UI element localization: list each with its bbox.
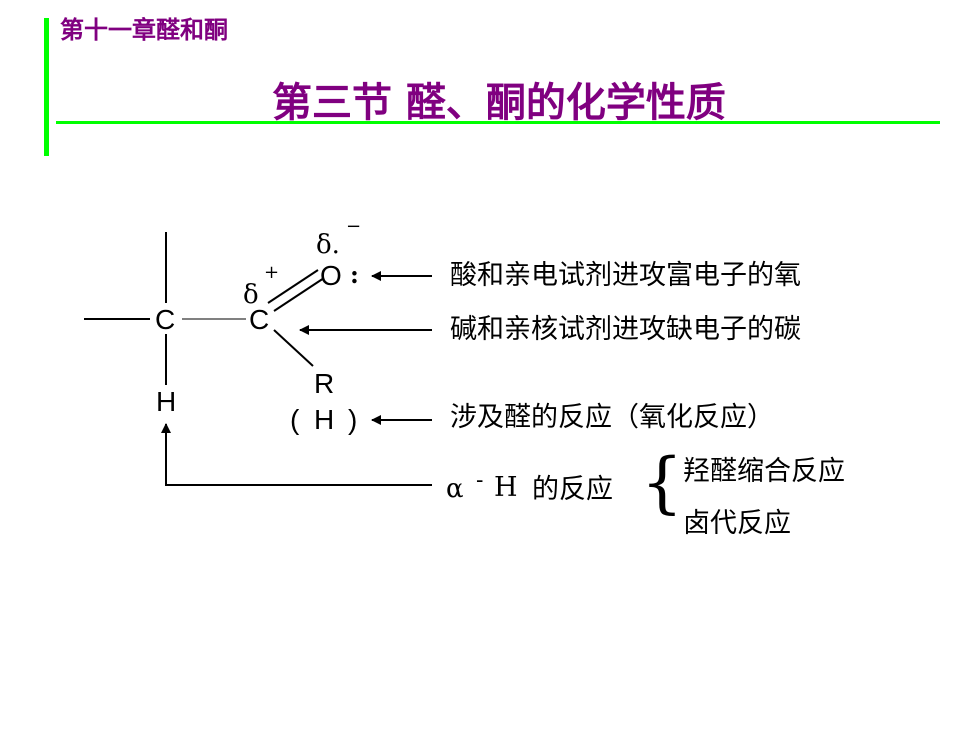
atom-c-carbonyl: C (249, 304, 270, 335)
plus-sign: + (264, 262, 280, 283)
arrow-alpha-h (161, 423, 432, 486)
lone-pair: : (350, 260, 359, 289)
alpha-h-atom: H (494, 472, 518, 503)
chapter-title: 第十一章醛和酮 (60, 16, 228, 44)
accent-vertical-bar (44, 18, 49, 156)
minus-sign: − (346, 216, 362, 237)
atom-h: H (156, 386, 177, 417)
delta-plus-label: δ (243, 280, 259, 310)
bond-co-2 (273, 277, 325, 312)
bond-c-r (273, 329, 314, 367)
h-reaction-label: 涉及醛的反应（氧化反应） (450, 402, 774, 433)
atom-c-alpha: C (155, 304, 176, 335)
halogenation-item: 卤代反应 (683, 508, 791, 539)
paren-close: ) (348, 404, 358, 435)
alpha-h-reaction-label: 的反应 (532, 474, 613, 505)
atom-h-alt: H (314, 404, 335, 435)
alpha-symbol: α (446, 474, 464, 504)
brace: { (641, 444, 683, 521)
alpha-dash: - (476, 468, 484, 493)
bond-co-1 (267, 269, 319, 304)
aldol-item: 羟醛缩合反应 (683, 456, 845, 487)
atom-r: R (314, 368, 335, 399)
delta-minus-label: δ. (316, 230, 340, 260)
carbon-attack-label: 碱和亲核试剂进攻缺电子的碳 (450, 314, 801, 345)
atom-o: O (320, 260, 342, 291)
paren-open: ( (290, 404, 300, 435)
oxygen-attack-label: 酸和亲电试剂进攻富电子的氧 (450, 260, 801, 291)
section-title: 第三节 醛、酮的化学性质 (272, 80, 726, 126)
accent-horizontal-rule (56, 121, 940, 124)
